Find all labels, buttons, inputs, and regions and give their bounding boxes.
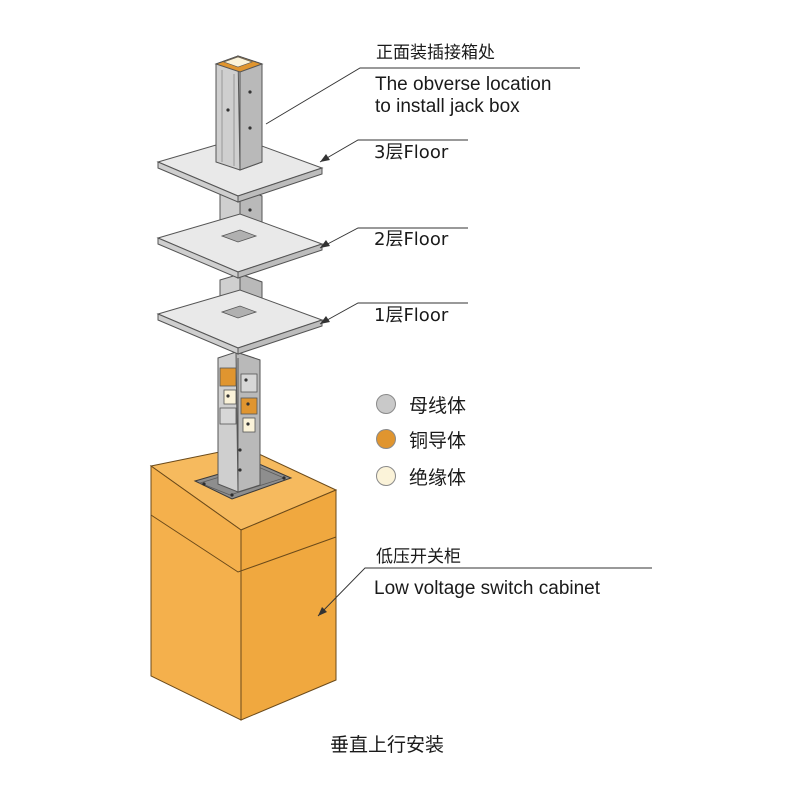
legend-item-busbar-body: 母线体 <box>376 391 466 417</box>
floor-slab-1 <box>156 289 324 355</box>
legend-label: 母线体 <box>409 394 467 417</box>
legend-swatch <box>376 394 396 414</box>
busway-lower-section <box>217 351 261 493</box>
legend-item-insulator: 绝缘体 <box>376 463 466 489</box>
floor-slab-2 <box>156 213 324 279</box>
legend-swatch <box>376 466 396 486</box>
leader-floor-1 <box>319 302 468 325</box>
leader-floor-2 <box>319 227 468 249</box>
jack-box-label-en-2: to install jack box <box>375 96 520 117</box>
floor-3-label: 3层Floor <box>374 142 449 163</box>
leader-arrowheads <box>318 154 330 616</box>
busway-top-section <box>214 55 264 171</box>
leader-floor-3 <box>319 139 468 163</box>
legend-swatch <box>376 429 396 449</box>
cabinet-right-face <box>240 489 337 721</box>
cabinet-seam <box>150 514 337 573</box>
legend-label: 绝缘体 <box>409 466 467 489</box>
jack-box-label-en-1: The obverse location <box>375 74 552 95</box>
cabinet-label-en: Low voltage switch cabinet <box>374 578 601 599</box>
floor-1-label: 1层Floor <box>374 305 449 326</box>
leader-jack-box <box>265 67 580 125</box>
legend-label: 铜导体 <box>409 429 467 452</box>
diagram-caption: 垂直上行安装 <box>330 734 445 756</box>
cabinet-label-cn: 低压开关柜 <box>376 547 461 567</box>
jack-box-label-cn: 正面装插接箱处 <box>376 43 495 63</box>
floor-2-label: 2层Floor <box>374 229 449 250</box>
legend-item-copper-conductor: 铜导体 <box>376 426 466 452</box>
leader-cabinet <box>317 567 652 617</box>
low-voltage-cabinet <box>149 446 338 721</box>
leader-lines <box>265 67 652 617</box>
